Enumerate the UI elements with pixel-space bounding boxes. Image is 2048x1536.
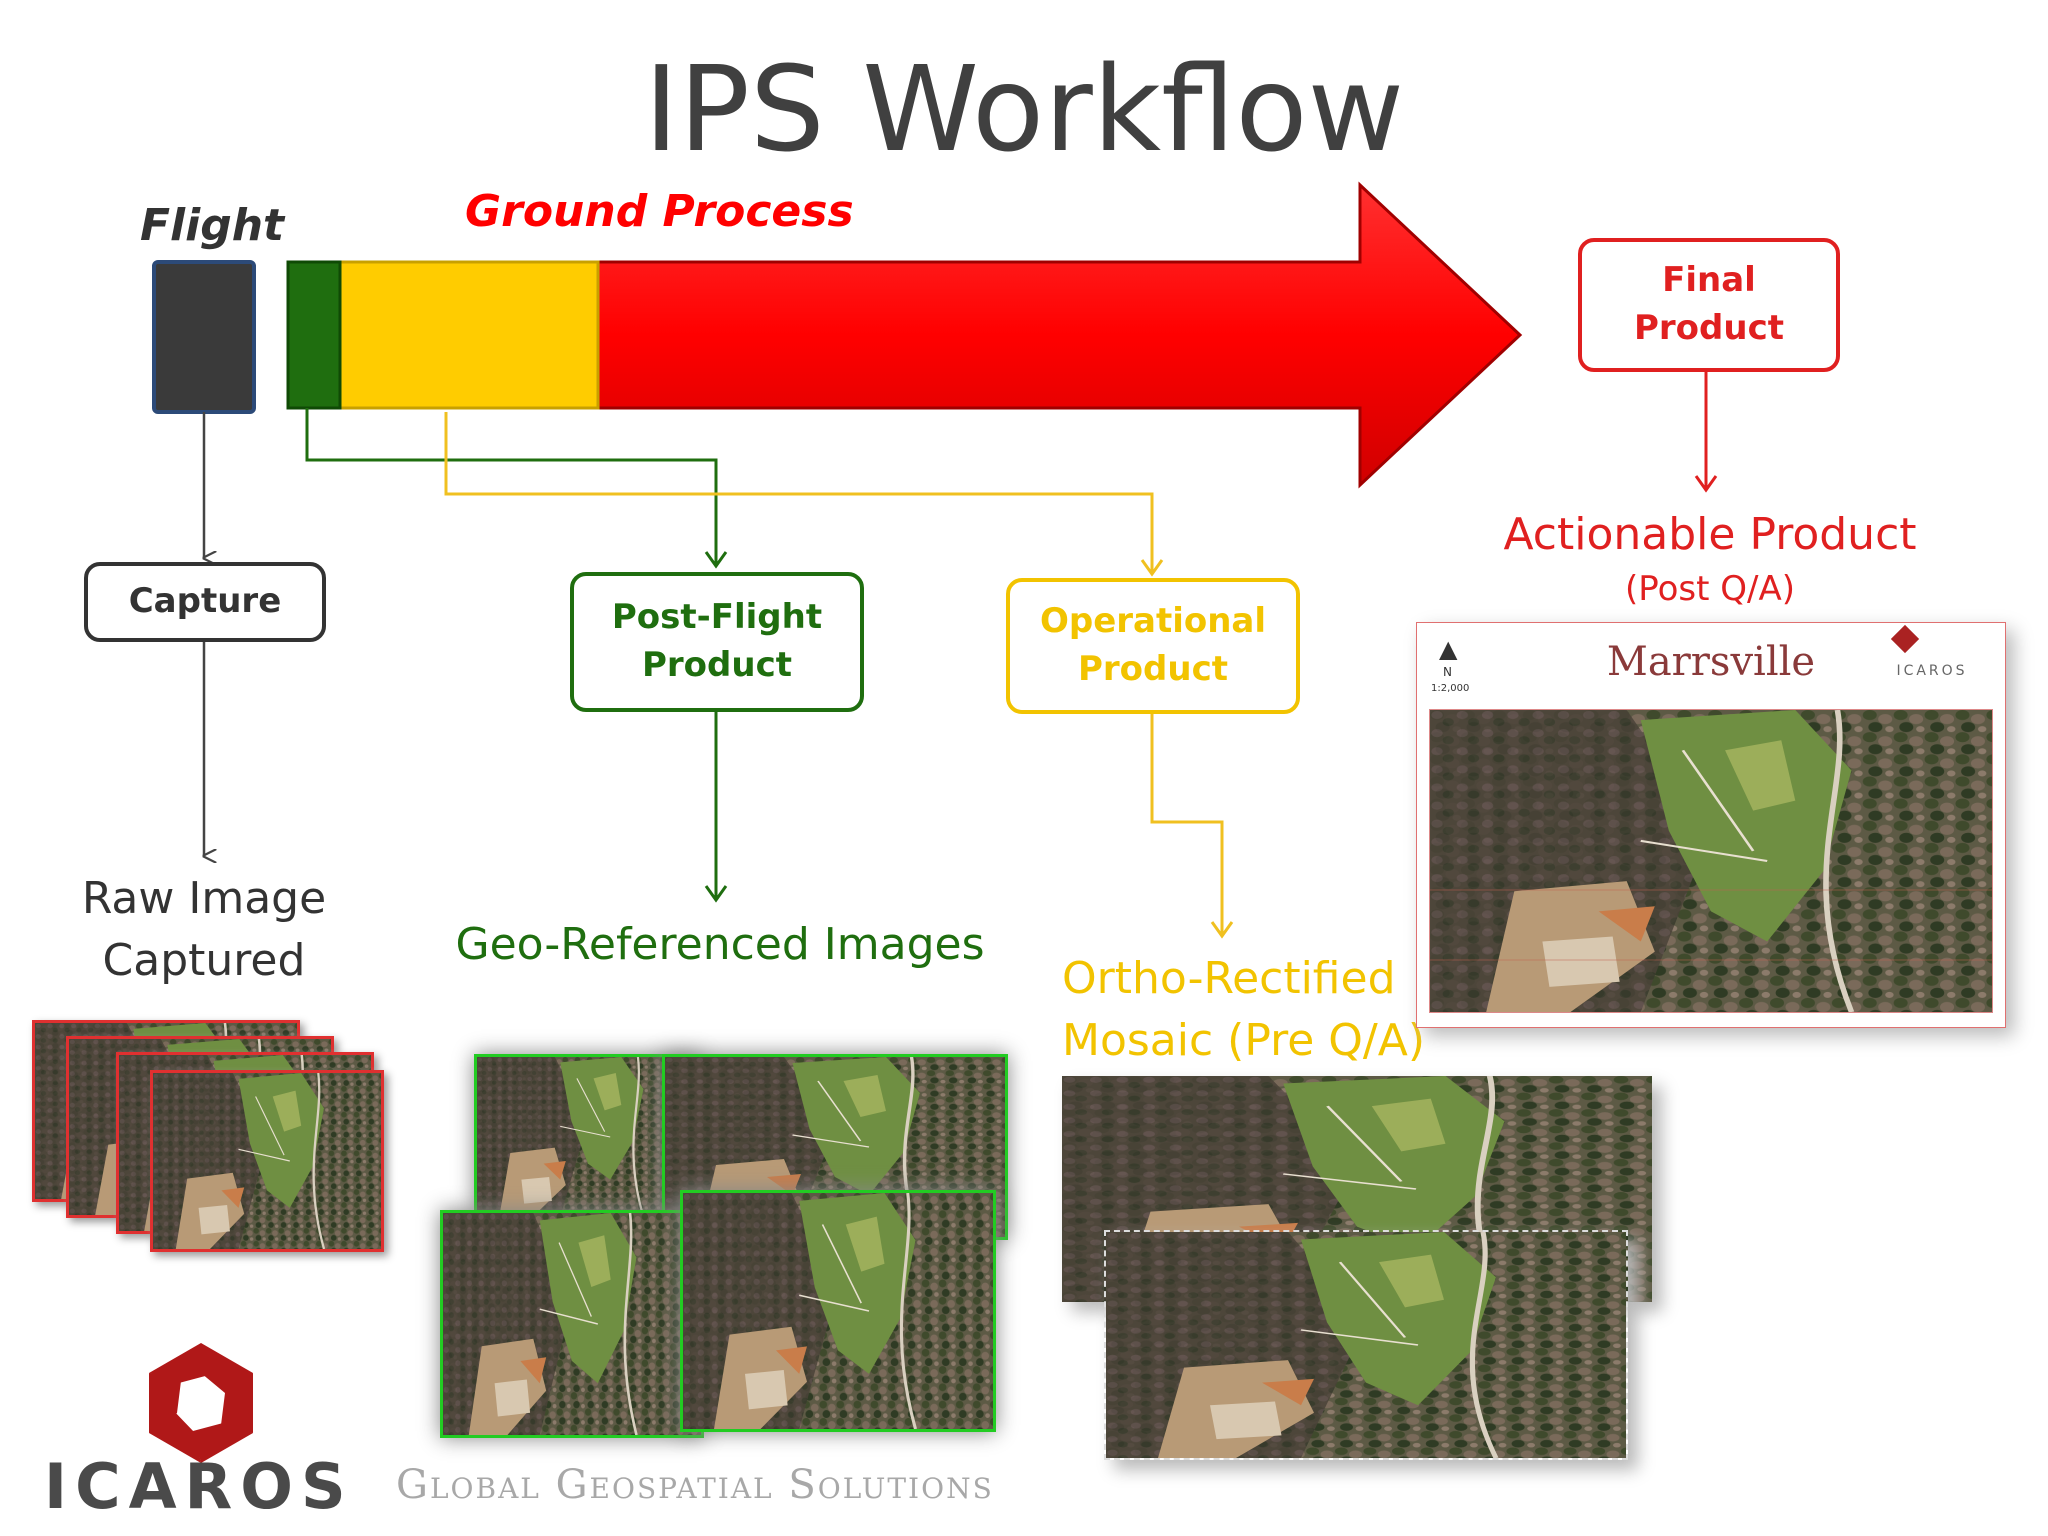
mosaic-tile-2 xyxy=(1104,1230,1628,1460)
flight-block xyxy=(152,260,256,414)
operational-label-line2: Product xyxy=(1078,649,1228,689)
final-label-line1: Final xyxy=(1662,260,1756,301)
raw-line1: Raw Image xyxy=(81,873,327,924)
flight-label: Flight xyxy=(140,200,285,251)
geo-image-4 xyxy=(680,1190,996,1432)
page-title: IPS Workflow xyxy=(643,40,1405,178)
post-flight-segment xyxy=(286,260,342,410)
actionable-product-text: Actionable Product xyxy=(1503,509,1917,560)
post-flight-label-line1: Post-Flight xyxy=(611,597,823,638)
ground-process-label: Ground Process xyxy=(465,186,854,237)
capture-label: Capture xyxy=(128,581,282,622)
capture-box: Capture xyxy=(84,562,326,642)
operational-segment xyxy=(338,260,600,410)
post-qa-text: (Post Q/A) xyxy=(1625,569,1795,609)
final-map: ▲ N 1:2,000 Marrsville ICAROS xyxy=(1416,622,2006,1028)
map-title: Marrsville xyxy=(1606,639,1816,685)
footer-brand: ICAROS xyxy=(44,1450,354,1523)
map-image xyxy=(1429,709,1993,1013)
ground-process-arrow xyxy=(588,181,1523,489)
raw-image-4 xyxy=(150,1070,384,1252)
footer-tagline: Global Geospatial Solutions xyxy=(396,1462,994,1508)
map-brand: ICAROS xyxy=(1896,663,1968,679)
post-flight-label-line2: Product xyxy=(642,645,792,685)
ortho-line1: Ortho-Rectified xyxy=(1062,953,1396,1004)
final-label-line2: Product xyxy=(1634,308,1784,348)
geo-image-3 xyxy=(440,1210,704,1438)
map-scale: 1:2,000 xyxy=(1431,683,1470,694)
north-arrow-icon: ▲ xyxy=(1439,635,1458,663)
north-letter: N xyxy=(1443,665,1452,679)
raw-line2: Captured xyxy=(102,934,306,986)
operational-label-line1: Operational xyxy=(1039,601,1267,642)
ortho-line2: Mosaic (Pre Q/A) xyxy=(1062,1014,1425,1066)
icaros-logo-icon xyxy=(149,1343,253,1463)
geo-referenced-text: Geo-Referenced Images xyxy=(455,919,985,970)
